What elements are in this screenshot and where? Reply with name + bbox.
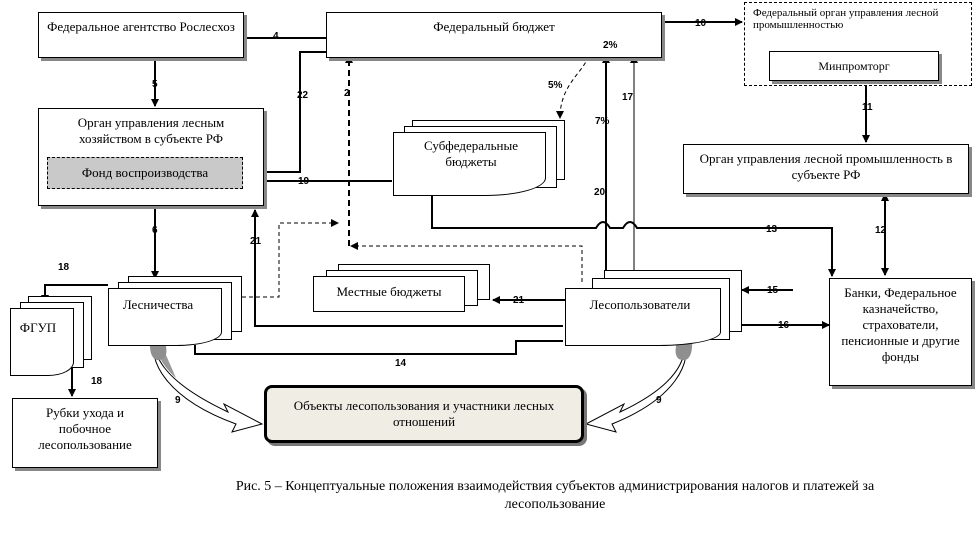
fgup-box [10,308,74,376]
dashed-forestry-link [242,219,339,298]
industry-org-region-label: Орган управления лесной промышленность в… [699,151,953,182]
label-21-left: 21 [250,236,262,247]
label-18-bottom: 18 [91,376,103,387]
label-17: 17 [622,92,634,103]
fed-budget-label: Федеральный бюджет [433,19,555,34]
banks-label: Банки, Федеральное казначейство, страхов… [841,285,960,364]
minpromtorg-label: Минпромторг [818,59,890,73]
industry-org-region-box: Орган управления лесной промышленность в… [683,144,969,194]
label-11: 11 [862,102,873,113]
dashed-users-link [350,242,583,282]
local-budgets-label: Местные бюджеты [336,284,442,299]
label-7pct: 7% [595,116,610,127]
arrow-13 [431,195,836,277]
subfed-budgets-box [393,132,546,196]
arrow-14 [194,340,563,355]
label-12: 12 [875,225,887,236]
thinning-label: Рубки ухода и побочное лесопользование [38,405,132,452]
objects-label: Объекты лесопользования и участники лесн… [293,398,555,429]
forestries-box [108,288,222,346]
fed-agency-label: Федеральное агентство Рослесхоз [47,19,235,34]
label-13: 13 [766,224,778,235]
label-5pct: 5% [548,80,563,91]
label-19: 19 [298,176,310,187]
reproduction-fund-label: Фонд воспроизводства [81,165,209,180]
label-14: 14 [395,358,407,369]
figure-caption: Рис. 5 – Концептуальные положения взаимо… [235,479,875,512]
label-22: 22 [297,90,309,101]
thinning-box: Рубки ухода и побочное лесопользование [12,398,158,468]
fed-industry-org-label: Федеральный орган управления лесной пром… [753,7,939,31]
forest-users-box [565,288,721,346]
label-6: 6 [152,225,158,236]
curved-arrow-9-left [152,331,264,433]
minpromtorg-box: Минпромторг [769,51,939,81]
label-5: 5 [152,79,158,90]
label-2: 2 [344,88,350,99]
label-10: 10 [695,18,707,29]
label-4: 4 [273,31,279,42]
objects-box: Объекты лесопользования и участники лесн… [264,385,584,443]
forest-users-label: Лесопользователи [589,297,691,312]
label-9-right: 9 [656,395,662,406]
arrow-21-left [251,209,563,327]
banks-box: Банки, Федеральное казначейство, страхов… [829,278,972,386]
label-20: 20 [594,187,606,198]
forestries-label: Лесничества [122,297,194,312]
label-15: 15 [767,285,779,296]
fed-agency-box: Федеральное агентство Рослесхоз [38,12,244,58]
subfed-budgets-label: Субфедеральные бюджеты [424,138,518,169]
reproduction-fund-box: Фонд воспроизводства [47,157,243,189]
fed-budget-box: Федеральный бюджет [326,12,662,58]
forest-org-region-label: Орган управления лесным хозяйством в суб… [77,115,225,146]
label-2pct: 2% [603,40,618,51]
arrow-22 [242,51,326,176]
fgup-label: ФГУП [19,320,57,335]
label-9-left: 9 [175,395,181,406]
fed-industry-org-box: Федеральный орган управления лесной пром… [744,2,972,86]
local-budgets-box [313,276,465,312]
label-21-right: 21 [513,295,525,306]
label-18-top: 18 [58,262,70,273]
label-16: 16 [778,320,790,331]
curved-arrow-9-right [584,331,687,433]
